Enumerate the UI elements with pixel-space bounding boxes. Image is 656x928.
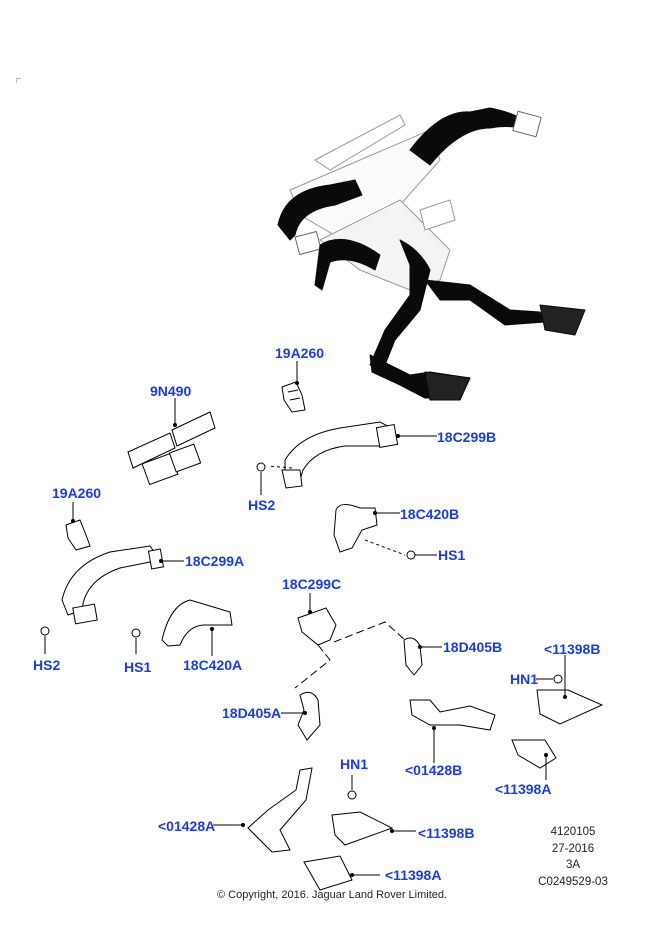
callout-hn1-right: HN1 [510, 671, 539, 687]
callout-11398b-upper: <11398B [544, 641, 601, 657]
duct-18c299a [61, 545, 165, 625]
leader-lines [44, 361, 566, 876]
callout-18c420a: 18C420A [183, 657, 243, 673]
callout-hn1-lower: HN1 [340, 756, 369, 772]
callout-18c299a: 18C299A [185, 553, 245, 569]
callout-19a260-upper: 19A260 [275, 345, 325, 361]
illustration-metadata: 4120105 27-2016 3A C0249529-03 [528, 824, 618, 890]
callout-19a260-lower: 19A260 [52, 485, 102, 501]
callout-hs2-upper: HS2 [248, 497, 276, 513]
meta-line-2: 27-2016 [551, 842, 595, 855]
callout-11398a-upper: <11398A [495, 781, 552, 797]
vent-9n490 [127, 411, 216, 486]
floor-duct-01428 [247, 699, 496, 853]
meta-line-4: C0249529-03 [538, 875, 608, 888]
duct-18c420b [333, 504, 378, 553]
meta-line-1: 4120105 [550, 826, 596, 838]
callout-hs2-lower: HS2 [33, 657, 61, 673]
meta-line-3: 3A [565, 859, 581, 871]
callout-01428a: <01428A [158, 818, 216, 834]
duct-18c299b [281, 421, 399, 489]
callout-18d405a: 18D405A [222, 705, 282, 721]
main-duct-assembly [277, 107, 586, 401]
callout-11398a-lower: <11398A [385, 867, 442, 883]
leader-dots [71, 381, 567, 877]
callout-18c420b: 18C420B [400, 506, 460, 522]
callout-hs1-right: HS1 [438, 547, 466, 563]
duct-18c420a [161, 599, 233, 647]
bracket-19a260-lower [65, 519, 91, 551]
callout-11398b-lower: <11398B [418, 825, 475, 841]
copyright-notice: © Copyright, 2016. Jaguar Land Rover Lim… [217, 889, 448, 901]
callout-18d405b: 18D405B [443, 639, 503, 655]
callout-9n490: 9N490 [150, 383, 192, 399]
fasteners [40, 462, 563, 800]
covers-11398 [303, 689, 604, 891]
duct-18c299c [297, 607, 337, 646]
crop-mark [16, 78, 21, 83]
duct-18d405 [297, 637, 423, 741]
callout-18c299b: 18C299B [437, 429, 497, 445]
callout-01428b: <01428B [405, 762, 463, 778]
callout-hs1-left: HS1 [124, 659, 152, 675]
callout-18c299c: 18C299C [282, 576, 342, 592]
bracket-19a260-upper [281, 381, 306, 413]
